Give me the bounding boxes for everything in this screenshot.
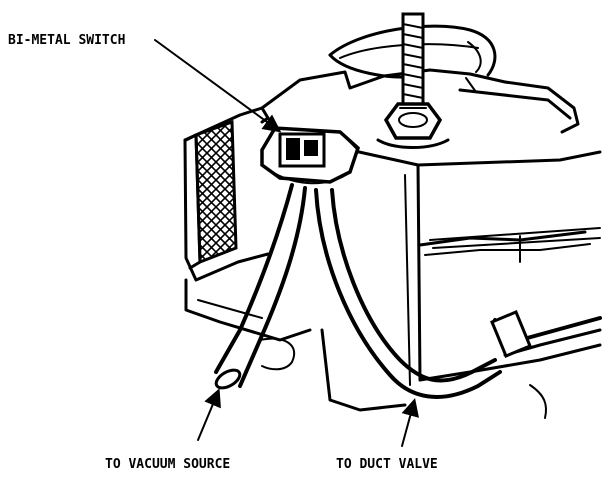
wing-nut bbox=[328, 12, 497, 149]
switch-label: BI-METAL SWITCH bbox=[8, 33, 125, 48]
vacuum-label: TO VACUUM SOURCE bbox=[105, 457, 230, 472]
bi-metal-switch bbox=[260, 126, 361, 185]
housing-body bbox=[183, 68, 602, 419]
switch-callout: BI-METAL SWITCH bbox=[8, 33, 282, 133]
intake-screen bbox=[184, 119, 238, 270]
duct-label: TO DUCT VALVE bbox=[336, 457, 438, 472]
vacuum-callout: TO VACUUM SOURCE bbox=[105, 388, 230, 472]
duct-callout: TO DUCT VALVE bbox=[336, 398, 438, 472]
vacuum-hoses bbox=[214, 183, 602, 399]
